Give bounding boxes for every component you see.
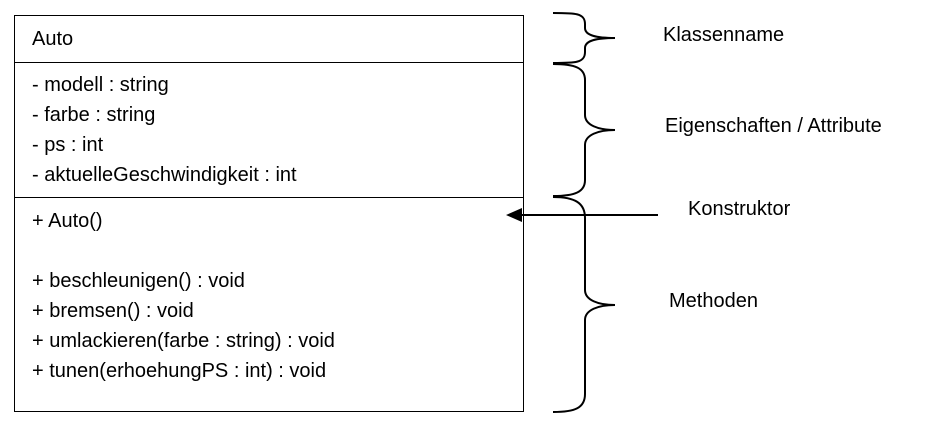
- attribute-modell: - modell : string: [32, 74, 169, 96]
- methods-section: + Auto() + beschleunigen() : void + brem…: [15, 198, 523, 411]
- method-umlackieren: + umlackieren(farbe : string) : void: [32, 330, 335, 352]
- class-name-section: Auto: [15, 16, 523, 63]
- label-attribute: Eigenschaften / Attribute: [665, 115, 882, 137]
- label-konstruktor: Konstruktor: [688, 198, 791, 220]
- constructor-signature: + Auto(): [32, 210, 103, 232]
- attribute-ps: - ps : int: [32, 134, 104, 156]
- label-klassenname: Klassenname: [663, 24, 785, 46]
- attribute-farbe: - farbe : string: [32, 104, 156, 126]
- attributes-section: - modell : string - farbe : string - ps …: [15, 63, 523, 198]
- brace-attributes: [552, 63, 616, 197]
- brace-methods: [552, 196, 616, 413]
- constructor-arrow-head: [506, 208, 522, 222]
- label-methoden: Methoden: [669, 290, 758, 312]
- method-bremsen: + bremsen() : void: [32, 300, 194, 322]
- attribute-aktuelle-geschwindigkeit: - aktuelleGeschwindigkeit : int: [32, 164, 297, 186]
- method-beschleunigen: + beschleunigen() : void: [32, 270, 245, 292]
- method-tunen: + tunen(erhoehungPS : int) : void: [32, 360, 327, 382]
- brace-class-name: [552, 12, 616, 64]
- uml-class-box: Auto - modell : string - farbe : string …: [14, 15, 524, 412]
- class-name: Auto: [32, 28, 74, 50]
